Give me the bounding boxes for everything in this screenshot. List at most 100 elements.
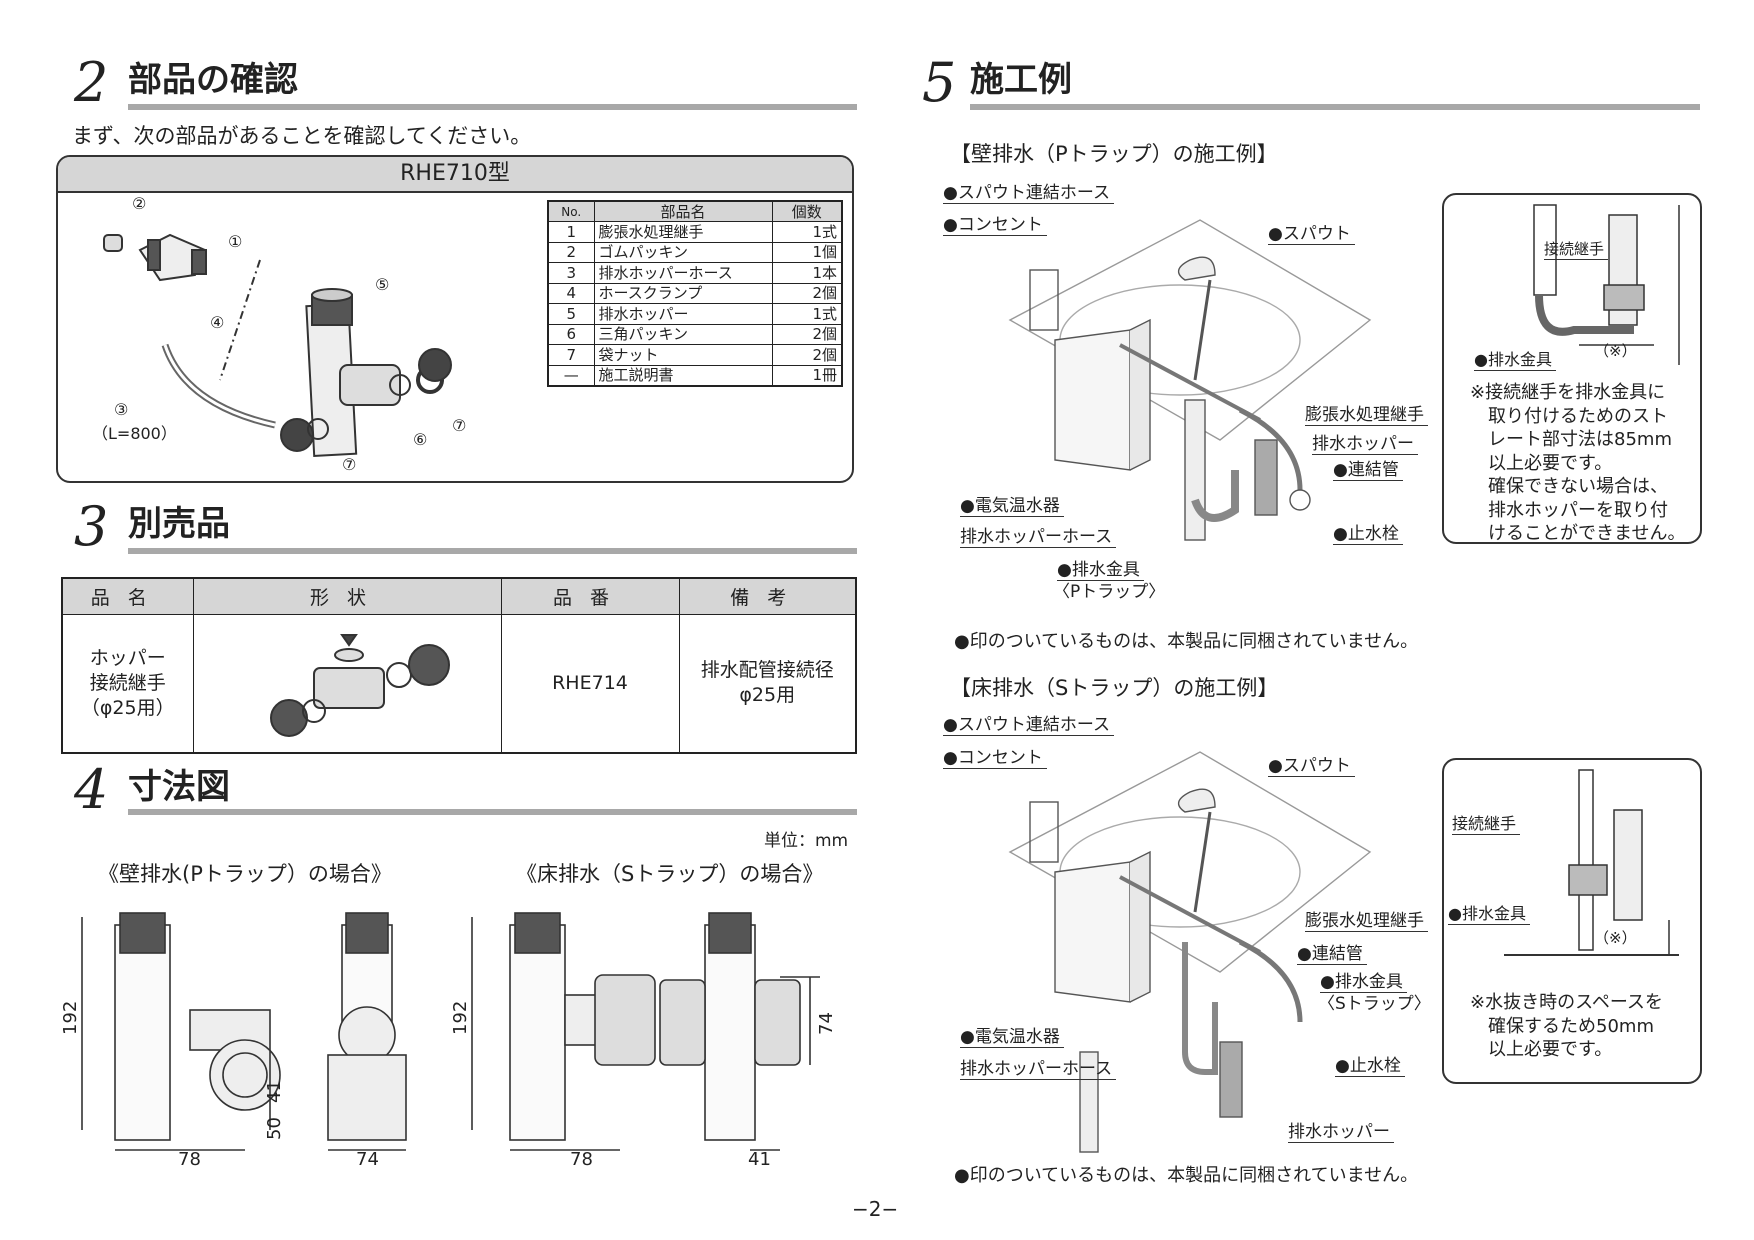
- dim-74: 74: [356, 1149, 379, 1170]
- page-number: −2−: [852, 1197, 899, 1221]
- detail-drain-label: ●排水金具: [1448, 904, 1530, 925]
- unit-label: 単位：mm: [764, 831, 849, 851]
- dim-height: 192: [450, 1001, 471, 1035]
- section-number: 2: [74, 51, 109, 114]
- callout-5: ⑤: [375, 275, 389, 294]
- dim-74: 74: [816, 1012, 837, 1035]
- section-title: 寸法図: [128, 767, 230, 807]
- s-detail-box: 接続継手 ●排水金具 （※） ※水抜き時のスペースを 確保するため50mm 以上…: [1442, 758, 1702, 1084]
- s-example-title: 【床排水（Sトラップ）の施工例】: [950, 676, 1279, 700]
- part-name: 施工説明書: [593, 364, 773, 386]
- label-pipe: ●連結管: [1333, 460, 1403, 481]
- dim-41: 41: [264, 1080, 285, 1103]
- callout-7b: ⑦: [342, 455, 356, 474]
- label-heater: ●電気温水器: [960, 1027, 1064, 1048]
- parts-illustration: ② ① ⑤ ④ ③ （L=800） ⑥ ⑦ ⑦: [92, 194, 466, 474]
- label-spout-hose: ●スパウト連結ホース: [943, 183, 1114, 204]
- part-name: 袋ナット: [593, 344, 773, 366]
- p-footnote: ●印のついているものは、本製品に同梱されていません。: [954, 631, 1419, 652]
- dimension-drawings: 192 41 50 78 74 192 78 41 74: [60, 912, 837, 1170]
- divider: [970, 104, 1700, 110]
- p-example-title: 【壁排水（Pトラップ）の施工例】: [950, 142, 1278, 166]
- option-code: RHE714: [500, 613, 680, 754]
- dim-50: 50: [264, 1117, 285, 1140]
- label-spout: ●スパウト: [1268, 224, 1355, 245]
- s-trap-title: 《床排水（Sトラップ）の場合》: [516, 862, 824, 886]
- intro-text: まず、次の部品があることを確認してください。: [72, 124, 532, 148]
- part-name: 排水ホッパー: [593, 303, 773, 325]
- option-remark: 排水配管接続径 φ25用: [678, 613, 857, 754]
- divider: [128, 548, 857, 554]
- detail-joint-label: 接続継手: [1544, 239, 1609, 260]
- callout-4: ④: [210, 313, 224, 332]
- section-title: 部品の確認: [128, 60, 298, 100]
- label-outlet: ●コンセント: [943, 215, 1047, 236]
- model-name: RHE710型: [58, 157, 852, 193]
- label-hopper-hose: 排水ホッパーホース: [960, 527, 1117, 548]
- callout-7: ⑦: [452, 416, 466, 435]
- label-valve: ●止水栓: [1335, 1056, 1405, 1077]
- dim-78: 78: [178, 1149, 201, 1170]
- label-drain: ●排水金具: [1320, 972, 1407, 993]
- detail-drain-label: ●排水金具: [1474, 350, 1556, 371]
- callout-2: ②: [132, 194, 146, 213]
- part-qty: 1個: [771, 241, 843, 263]
- divider: [128, 104, 857, 110]
- part-no: 2: [547, 241, 595, 263]
- label-hopper: 排水ホッパー: [1312, 434, 1418, 455]
- callout-6: ⑥: [413, 430, 427, 449]
- s-trap-installation-illustration: [1008, 751, 1372, 1153]
- label-trap: 〈Sトラップ〉: [1318, 994, 1431, 1014]
- callout-1: ①: [228, 232, 242, 251]
- part-name: 三角パッキン: [593, 323, 773, 345]
- label-valve: ●止水栓: [1333, 524, 1403, 545]
- s-footnote: ●印のついているものは、本製品に同梱されていません。: [954, 1165, 1419, 1186]
- part-qty: 1式: [771, 303, 843, 325]
- detail-joint-label: 接続継手: [1452, 814, 1521, 835]
- dim-height: 192: [60, 1001, 81, 1035]
- label-heater: ●電気温水器: [960, 496, 1064, 517]
- label-hopper: 排水ホッパー: [1288, 1122, 1394, 1143]
- part-qty: 1式: [771, 221, 843, 243]
- section-number: 3: [74, 495, 109, 558]
- parts-box: RHE710型: [56, 155, 854, 483]
- section-number: 5: [922, 51, 957, 114]
- detail-note: ※接続継手を排水金具に 取り付けるためのスト レート部寸法は85mm 以上必要で…: [1470, 382, 1686, 544]
- option-name: ホッパー 接続継手 （φ25用）: [61, 613, 194, 754]
- part-no: 5: [547, 303, 595, 325]
- p-detail-illustration: [1533, 204, 1680, 365]
- part-no: —: [547, 364, 595, 386]
- part-qty: 2個: [771, 323, 843, 345]
- detail-dim-label: （※）: [1594, 929, 1637, 947]
- label-joint: 膨張水処理継手: [1305, 911, 1428, 932]
- label-trap: 〈Pトラップ〉: [1053, 582, 1166, 602]
- section-title: 別売品: [128, 504, 230, 544]
- detail-dim-label: （※）: [1594, 342, 1637, 360]
- dim-41: 41: [748, 1149, 771, 1170]
- part-no: 1: [547, 221, 595, 243]
- part-qty: 1本: [771, 262, 843, 284]
- part-no: 3: [547, 262, 595, 284]
- part-name: 排水ホッパーホース: [593, 262, 773, 284]
- label-pipe: ●連結管: [1297, 944, 1367, 965]
- part-qty: 2個: [771, 282, 843, 304]
- part-no: 4: [547, 282, 595, 304]
- hose-length: （L=800）: [92, 424, 177, 443]
- label-spout: ●スパウト: [1268, 756, 1355, 777]
- divider: [128, 809, 857, 815]
- option-shape: [192, 613, 502, 754]
- p-trap-installation-illustration: [1008, 219, 1372, 541]
- callout-3: ③: [114, 400, 128, 419]
- section-number: 4: [74, 758, 109, 821]
- joint-illustration: [269, 633, 450, 737]
- part-qty: 2個: [771, 344, 843, 366]
- part-no: 6: [547, 323, 595, 345]
- p-detail-box: 接続継手 ●排水金具 （※） ※接続継手を排水金具に 取り付けるためのスト レー…: [1442, 193, 1702, 544]
